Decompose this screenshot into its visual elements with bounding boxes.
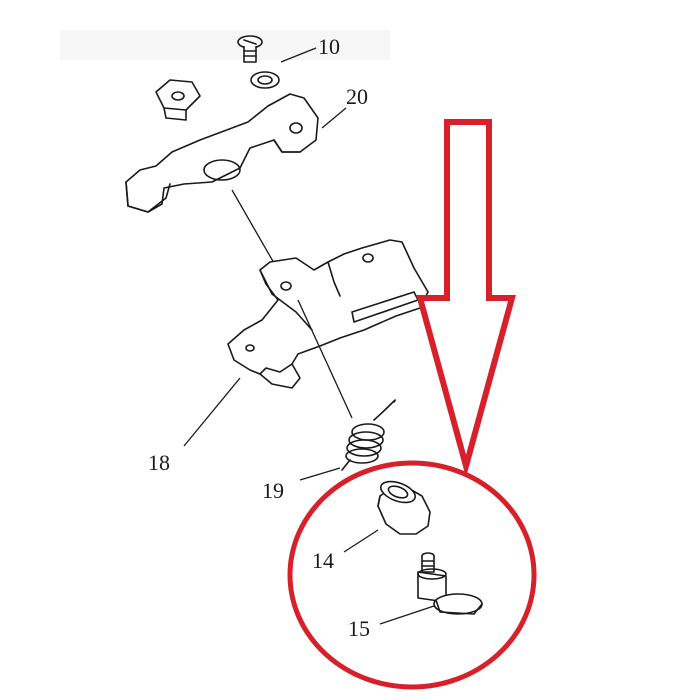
hex-nut [155, 79, 201, 121]
part-14-bushing [343, 480, 431, 553]
callout-10: 10 [318, 34, 340, 59]
callout-20: 20 [346, 84, 368, 109]
callout-19: 19 [262, 478, 284, 503]
highlight-arrow-icon [416, 119, 516, 478]
callout-18: 18 [148, 450, 170, 475]
part-10-screw [237, 35, 317, 89]
assembly-line-lower [297, 299, 353, 419]
callout-15: 15 [348, 616, 370, 641]
background-ghost-text [60, 30, 390, 60]
part-15-pin [379, 552, 483, 625]
callout-labels: 10 20 18 19 14 15 [148, 34, 370, 641]
part-19-spring [299, 399, 396, 481]
callout-14: 14 [312, 548, 334, 573]
part-20-lever-plate [125, 93, 347, 213]
part-18-bracket [183, 239, 429, 447]
highlight-circle [287, 460, 537, 690]
